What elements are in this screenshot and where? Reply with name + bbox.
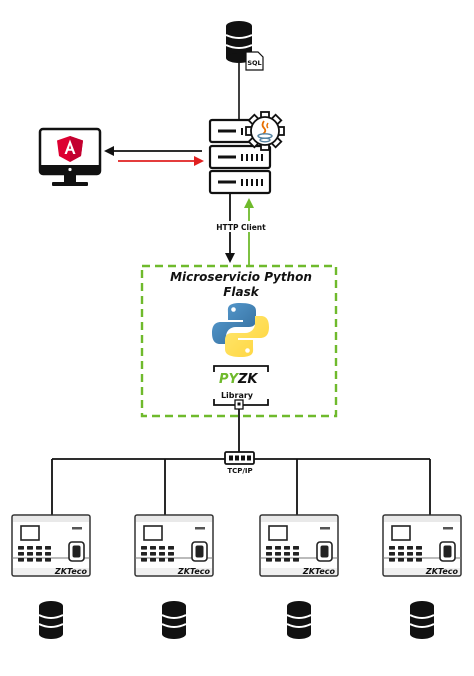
keypad-key: [159, 552, 165, 556]
sql-badge-label: SQL: [247, 59, 261, 67]
keypad-key: [36, 552, 42, 556]
keypad-key: [45, 558, 51, 562]
keypad-key: [266, 546, 272, 550]
pyzk-library-icon: PY ZK Library: [213, 365, 269, 406]
keypad-key: [407, 546, 413, 550]
keypad-key: [27, 552, 33, 556]
keypad-key: [150, 552, 156, 556]
database-icon: [286, 601, 312, 639]
angular-logo-icon: [57, 136, 83, 162]
terminal-screen: [391, 525, 411, 541]
keypad-key: [293, 558, 299, 562]
keypad-key: [27, 546, 33, 550]
keypad-key: [266, 558, 272, 562]
zkteco-brand-label: ZKTeco: [425, 567, 459, 576]
keypad-key: [27, 558, 33, 562]
zkteco-brand-label: ZKTeco: [54, 567, 88, 576]
gear-java-icon: [245, 111, 285, 151]
keypad-key: [407, 552, 413, 556]
devices-layer: ZKTeco ZKTeco ZKTeco ZKTeco: [11, 514, 462, 639]
keypad-key: [159, 558, 165, 562]
http-client-label: HTTP Client: [216, 223, 266, 232]
network-switch-icon: [224, 451, 255, 465]
keypad-key: [416, 546, 422, 550]
terminal-screen: [268, 525, 288, 541]
keypad-key: [36, 546, 42, 550]
top-database-icon: SQL: [225, 21, 264, 71]
keypad-key: [284, 558, 290, 562]
database-icon: [38, 601, 64, 639]
keypad-key: [275, 558, 281, 562]
sql-badge-icon: SQL: [245, 51, 264, 71]
keypad-key: [389, 546, 395, 550]
keypad-key: [275, 546, 281, 550]
microservice-title-line2: Flask: [223, 285, 260, 299]
keypad-key: [150, 558, 156, 562]
pyzk-name-part1: PY: [219, 372, 240, 387]
zkteco-terminal-icon: ZKTeco: [11, 514, 91, 577]
keypad-key: [293, 546, 299, 550]
keypad-key: [416, 552, 422, 556]
terminal-screen: [143, 525, 163, 541]
angular-monitor-icon: [38, 127, 102, 186]
keypad-key: [398, 546, 404, 550]
keypad-key: [18, 558, 24, 562]
keypad-key: [266, 552, 272, 556]
server-rack-icon: [208, 118, 272, 195]
microservice-container: [140, 264, 338, 418]
keypad-key: [407, 558, 413, 562]
keypad-key: [168, 552, 174, 556]
keypad-key: [389, 558, 395, 562]
keypad-key: [284, 552, 290, 556]
database-icon: [161, 601, 187, 639]
tcpip-label: TCP/IP: [227, 467, 252, 475]
keypad-key: [18, 552, 24, 556]
keypad-key: [168, 546, 174, 550]
keypad-key: [150, 546, 156, 550]
keypad-key: [284, 546, 290, 550]
pyzk-name-part2: ZK: [237, 372, 258, 387]
keypad-key: [45, 552, 51, 556]
keypad-key: [168, 558, 174, 562]
keypad-key: [275, 552, 281, 556]
keypad-key: [45, 546, 51, 550]
keypad-key: [141, 546, 147, 550]
zkteco-brand-label: ZKTeco: [177, 567, 211, 576]
library-connector-icon: [234, 399, 244, 410]
keypad-key: [18, 546, 24, 550]
python-logo-icon: [212, 303, 269, 357]
keypad-key: [398, 552, 404, 556]
zkteco-terminal-icon: ZKTeco: [382, 514, 462, 577]
zkteco-brand-label: ZKTeco: [302, 567, 336, 576]
keypad-key: [416, 558, 422, 562]
keypad-key: [141, 558, 147, 562]
http-label-bg: [216, 221, 266, 232]
keypad-key: [141, 552, 147, 556]
terminal-screen: [20, 525, 40, 541]
keypad-key: [293, 552, 299, 556]
microservice-title-line1: Microservicio Python: [170, 270, 312, 284]
library-label: Library: [221, 391, 254, 400]
keypad-key: [389, 552, 395, 556]
keypad-key: [159, 546, 165, 550]
zkteco-terminal-icon: ZKTeco: [259, 514, 339, 577]
database-icon: [409, 601, 435, 639]
zkteco-terminal-icon: ZKTeco: [134, 514, 214, 577]
keypad-key: [398, 558, 404, 562]
keypad-key: [36, 558, 42, 562]
